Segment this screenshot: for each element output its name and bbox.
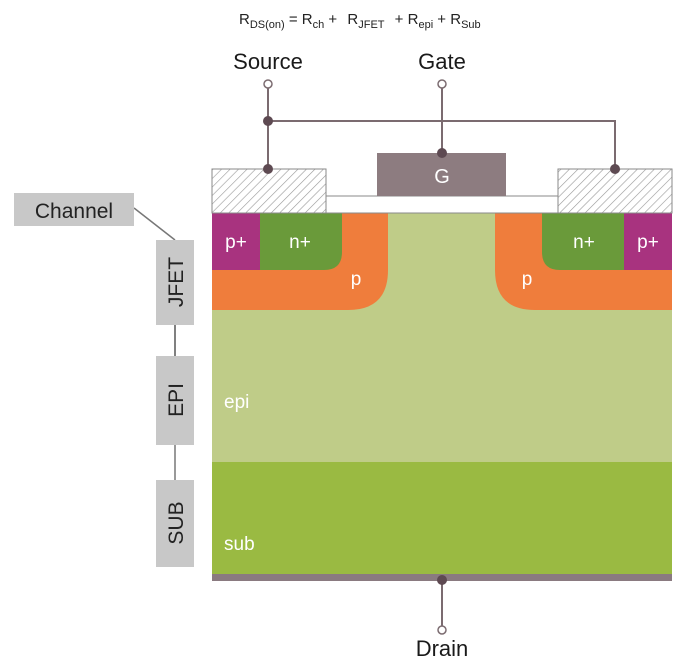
gate-contact-dot-icon: [437, 148, 447, 158]
gate-electrode-label: G: [434, 166, 450, 188]
p-left-label: p: [351, 269, 362, 290]
drain-terminal-icon: [437, 625, 447, 635]
n-plus-left-label: n+: [289, 232, 311, 253]
n-plus-right-label: n+: [573, 232, 595, 253]
formula-term-sub: Sub: [461, 19, 481, 31]
p-plus-left: [212, 213, 260, 270]
n-plus-right: [542, 213, 624, 270]
formula-lhs-sub: DS(on): [250, 19, 285, 31]
sub-tag-label: SUB: [165, 501, 188, 544]
source-contact-left: [211, 168, 327, 214]
formula-term-r: R: [408, 11, 419, 28]
wiring: [267, 88, 616, 626]
formula-equals: =: [285, 11, 302, 28]
formula-plus: +: [324, 11, 341, 28]
source-label: Source: [233, 49, 303, 74]
formula-term-r: R: [347, 11, 358, 28]
gate-oxide: [325, 195, 559, 214]
formula-plus: +: [433, 11, 450, 28]
sub-label: sub: [224, 534, 255, 555]
epi-tag-label: EPI: [165, 383, 188, 417]
terminal-nodes: [263, 79, 620, 635]
p-right-label: p: [522, 269, 533, 290]
formula-term-sub: JFET: [358, 19, 385, 31]
rdson-formula: RDS(on) = Rch + RJFET + Repi + RSub: [239, 11, 481, 31]
channel-leader-line: [133, 207, 176, 241]
p-plus-left-label: p+: [225, 232, 247, 253]
channel-tag-label: Channel: [35, 200, 113, 223]
jfet-tag: [156, 240, 194, 325]
drain-contact-dot-icon: [437, 575, 447, 585]
gate-terminal-label: Gate: [418, 49, 466, 74]
source-contact-dot-icon: [263, 164, 273, 174]
sub-tag: [156, 480, 194, 567]
junction-dot-icon: [263, 116, 273, 126]
epi-label: epi: [224, 392, 249, 413]
formula-lhs: R: [239, 11, 250, 28]
formula-plus: +: [391, 11, 408, 28]
gate-terminal-icon: [437, 79, 447, 89]
formula-term-sub: epi: [418, 19, 433, 31]
formula-term-r: R: [450, 11, 461, 28]
source-terminal-icon: [263, 79, 273, 89]
formula-term-sub: ch: [313, 19, 325, 31]
p-plus-right-label: p+: [637, 232, 659, 253]
epi-tag: [156, 356, 194, 445]
n-plus-left: [260, 213, 342, 270]
formula-term-r: R: [302, 11, 313, 28]
source-contact-dot-icon: [610, 164, 620, 174]
p-plus-right: [624, 213, 672, 270]
source-bridge-wire: [268, 120, 616, 169]
substrate-layer: [212, 462, 672, 574]
jfet-tag-label: JFET: [165, 257, 188, 307]
source-contact-right: [557, 168, 673, 214]
drain-label: Drain: [416, 636, 469, 661]
channel-tag: [14, 193, 134, 226]
gate-electrode: [377, 153, 506, 196]
